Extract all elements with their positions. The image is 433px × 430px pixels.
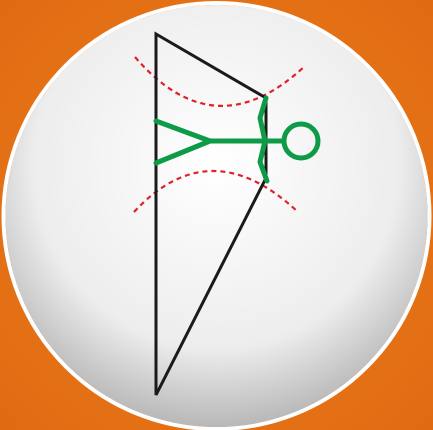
- diagram-canvas: [0, 0, 433, 430]
